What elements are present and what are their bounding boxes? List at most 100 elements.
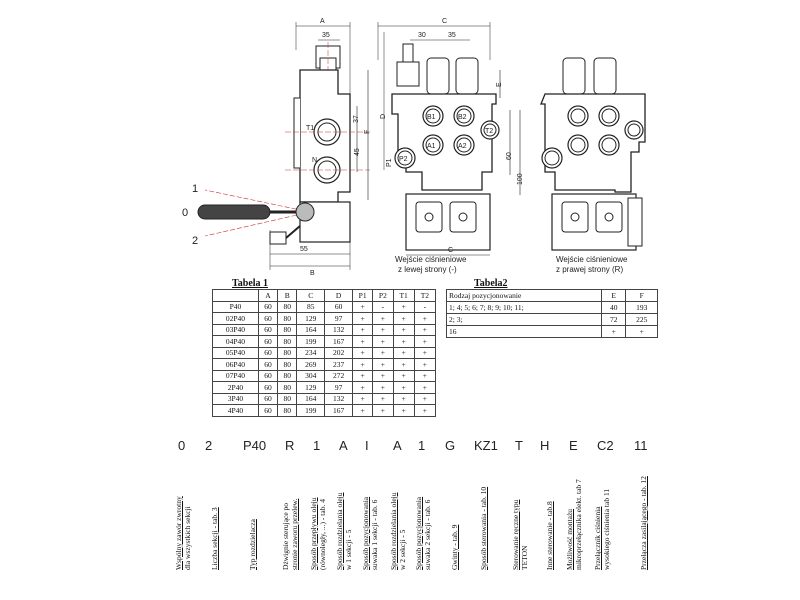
tabela1-cell: + — [372, 369, 394, 382]
tabela1-cell: 132 — [324, 323, 354, 336]
dim-100: 100 — [517, 173, 524, 185]
tabela1-cell: 04P40 — [212, 335, 259, 348]
tabela1-cell: + — [372, 312, 394, 325]
tabela1-cell: 202 — [324, 346, 354, 359]
code-segment: 0 — [178, 438, 186, 453]
code-description-line: wysokiego ciśnienia tab 11 — [602, 488, 611, 570]
dim-35a: 35 — [322, 32, 330, 39]
tabela1-cell: + — [392, 369, 415, 382]
dim-30: 30 — [418, 32, 426, 39]
tabela1-cell: + — [352, 335, 374, 348]
tabela2-cell: 193 — [625, 301, 658, 314]
port-b2: B2 — [458, 114, 467, 121]
tabela1-cell: 132 — [324, 392, 354, 405]
tabela1-header-cell — [212, 289, 259, 302]
tabela1-cell: + — [372, 335, 394, 348]
tabela1-cell: + — [413, 404, 437, 417]
tabela1-cell: + — [392, 335, 415, 348]
port-b1: B1 — [427, 114, 436, 121]
code-description-line: Sposób pozycjonowania — [414, 496, 423, 570]
code-description-line: (równoległy, ...) - tab. 4 — [318, 499, 327, 570]
tabela1-cell: + — [352, 323, 374, 336]
code-description-line: TETON — [520, 545, 529, 570]
tabela1-cell: 80 — [277, 300, 298, 313]
tabela1-cell: 237 — [324, 358, 354, 371]
code-segment: A — [393, 438, 402, 453]
tabela1-cell: + — [352, 392, 374, 405]
tabela1-cell: + — [392, 346, 415, 359]
tabela1-cell: + — [372, 323, 394, 336]
tabela1-cell: + — [352, 381, 374, 394]
tabela1-cell: 164 — [296, 392, 326, 405]
code-description-line: Sposób rozdzielania oleju — [389, 492, 398, 570]
tabela1-cell: 80 — [277, 404, 298, 417]
code-description-line: Sposób pozycjonowania — [361, 496, 370, 570]
dim-45: 45 — [354, 148, 361, 156]
tabela1-cell: + — [392, 358, 415, 371]
tabela1-header-cell: P1 — [352, 289, 374, 302]
tabela1-cell: 129 — [296, 312, 326, 325]
code-segment: 11 — [634, 438, 648, 453]
code-segment: 1 — [313, 438, 321, 453]
tabela1-cell: 97 — [324, 312, 354, 325]
tabela1-cell: + — [413, 335, 437, 348]
code-description-line: Sterowanie ręczne typu — [511, 499, 520, 570]
code-segment: T — [515, 438, 523, 453]
code-description-line: w 2 sekcji - 5 — [398, 529, 407, 570]
tabela1-cell: 80 — [277, 392, 298, 405]
dim-55: 55 — [300, 246, 308, 253]
dim-b: B — [310, 270, 315, 277]
tabela1-cell: 234 — [296, 346, 326, 359]
code-description-line: suwaka 2 sekcji - tab. 6 — [423, 499, 432, 570]
tabela2-cell: 225 — [625, 313, 658, 326]
code-description-line: suwaka 1 sekcji - tab. 6 — [370, 499, 379, 570]
tabela1-cell: 60 — [257, 300, 279, 313]
tabela1-header-cell: B — [277, 289, 298, 302]
code-description-line: Dźwignie sterujące po — [281, 502, 290, 570]
tabela1-cell: 60 — [324, 300, 354, 313]
port-n: N — [312, 157, 317, 164]
code-description: Typ rozdzielacza — [248, 519, 257, 570]
tabela1-header-cell: T2 — [413, 289, 437, 302]
tabela2-cell: 16 — [445, 325, 603, 338]
code-description-line: Przełącznik ciśnienia — [593, 506, 602, 570]
tabela1-cell: 167 — [324, 335, 354, 348]
tabela2-header-cell: F — [625, 289, 658, 302]
code-description-line: stronie zaworu przelew. — [290, 498, 299, 570]
tabela1-cell: + — [352, 312, 374, 325]
lever-pos-2: 2 — [192, 235, 198, 247]
dim-c-top: C — [442, 18, 447, 25]
code-description-line: Przełącza zasilającego - tab. 12 — [639, 476, 648, 570]
tabela1-cell: 272 — [324, 369, 354, 382]
tabela1-cell: 60 — [257, 323, 279, 336]
port-t1: T1 — [306, 125, 314, 132]
tabela1-cell: 2P40 — [212, 381, 259, 394]
port-t2: T2 — [485, 128, 493, 135]
code-description-line: Inne sterowanie - tab.8 — [545, 501, 554, 570]
tabela1-cell: + — [372, 392, 394, 405]
tabela1-cell: + — [352, 369, 374, 382]
code-description-line: Możliwość montażu — [565, 508, 574, 570]
port-a2: A2 — [458, 143, 467, 150]
tabela1-cell: 05P40 — [212, 346, 259, 359]
code-description: Przełącza zasilającego - tab. 12 — [639, 476, 648, 570]
tabela1-cell: 60 — [257, 346, 279, 359]
tabela2-cell: 1; 4; 5; 6; 7; 8; 9; 10; 11; — [445, 301, 603, 314]
tabela1-cell: 199 — [296, 335, 326, 348]
